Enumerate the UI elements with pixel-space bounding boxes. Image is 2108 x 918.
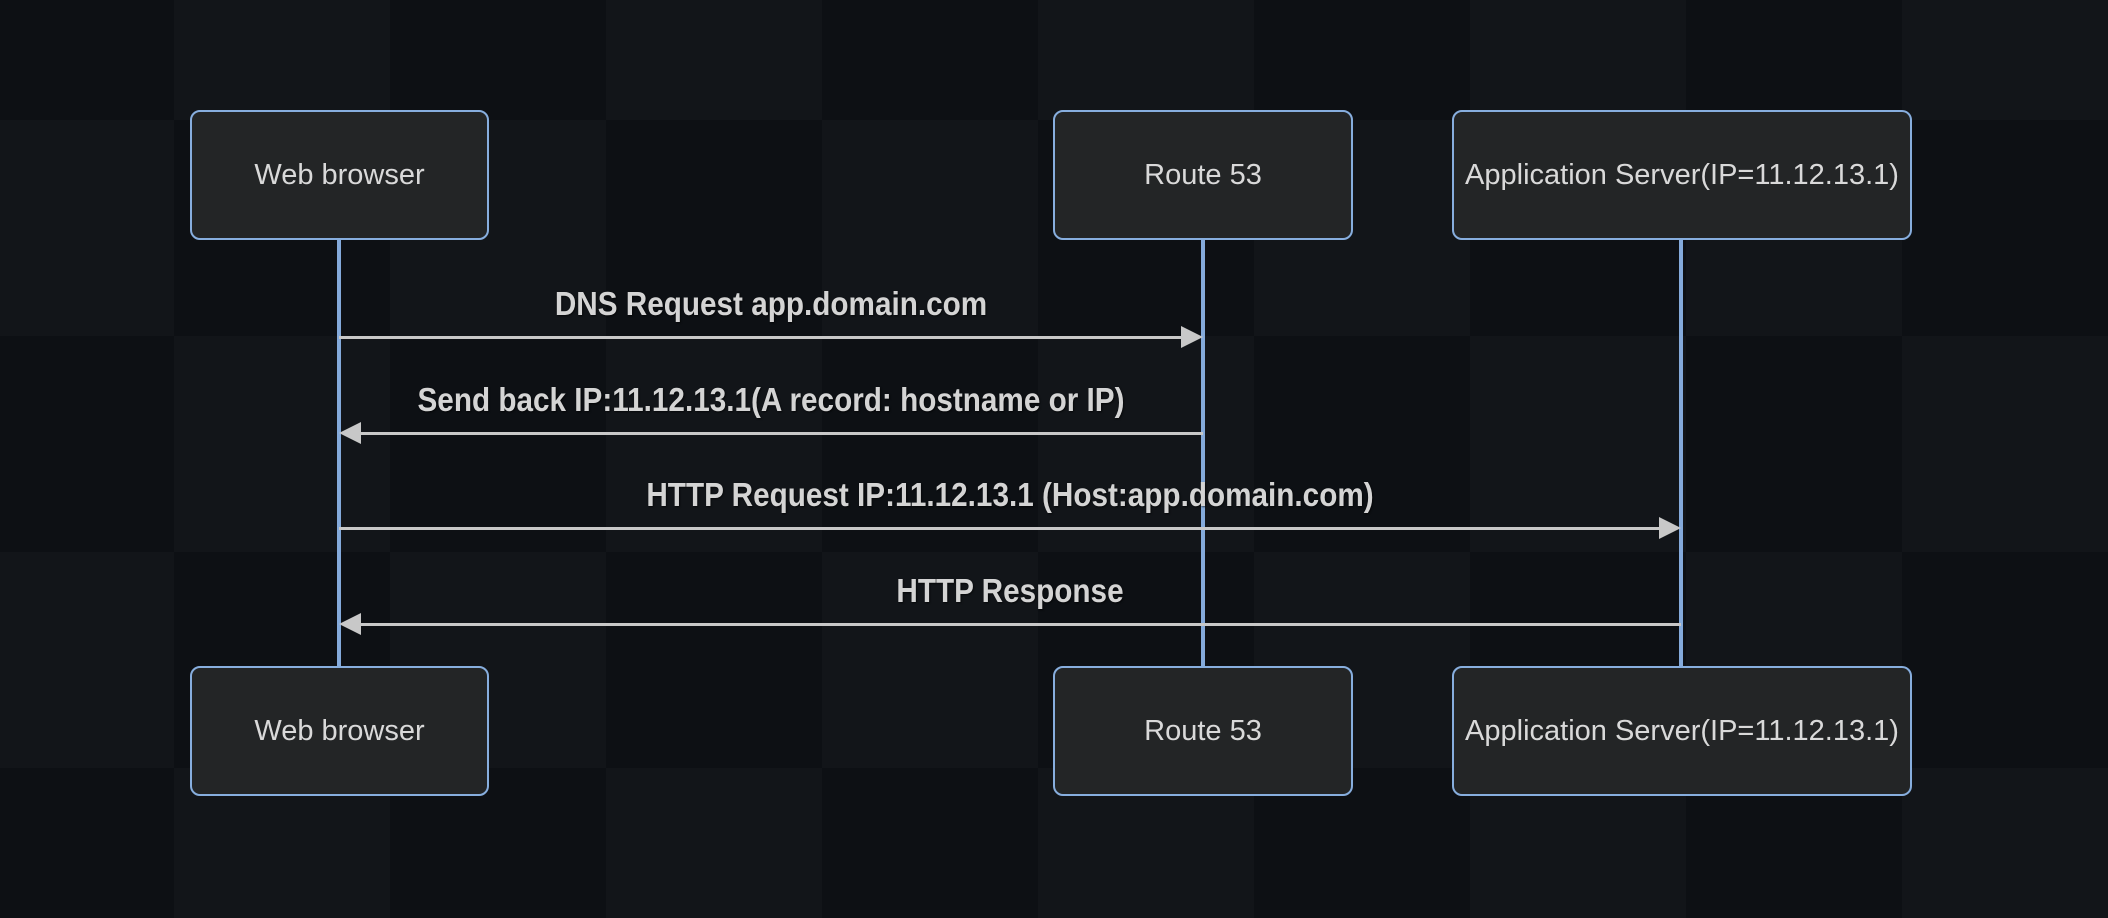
actor-box-application-server-top: Application Server(IP=11.12.13.1) [1452,110,1912,240]
message-send-back-ip-line [357,432,1203,435]
lifeline-application-server [1679,240,1683,668]
actor-box-route-53-bottom: Route 53 [1053,666,1353,796]
message-dns-request-label: DNS Request app.domain.com [554,285,988,322]
actor-label-application-server-bottom: Application Server(IP=11.12.13.1) [1465,714,1899,747]
message-send-back-ip-label: Send back IP:11.12.13.1(A record: hostna… [417,381,1125,418]
actor-label-route-53-top: Route 53 [1144,158,1262,191]
message-http-response-label: HTTP Response [896,572,1124,609]
arrowhead-left-icon [339,422,361,444]
actor-box-route-53-top: Route 53 [1053,110,1353,240]
message-http-request-line [339,527,1661,530]
message-http-request-label: HTTP Request IP:11.12.13.1 (Host:app.dom… [646,476,1374,513]
message-http-response-line [357,623,1681,626]
actor-box-application-server-bottom: Application Server(IP=11.12.13.1) [1452,666,1912,796]
actor-label-route-53-bottom: Route 53 [1144,714,1262,747]
lifeline-web-browser [337,240,341,668]
message-dns-request-line [339,336,1185,339]
actor-label-web-browser-top: Web browser [254,158,425,191]
actor-label-web-browser-bottom: Web browser [254,714,425,747]
actor-label-application-server-top: Application Server(IP=11.12.13.1) [1465,158,1899,191]
actor-box-web-browser-top: Web browser [190,110,489,240]
lifeline-route-53 [1201,240,1205,668]
actor-box-web-browser-bottom: Web browser [190,666,489,796]
arrowhead-right-icon [1181,326,1203,348]
arrowhead-right-icon [1659,517,1681,539]
arrowhead-left-icon [339,613,361,635]
